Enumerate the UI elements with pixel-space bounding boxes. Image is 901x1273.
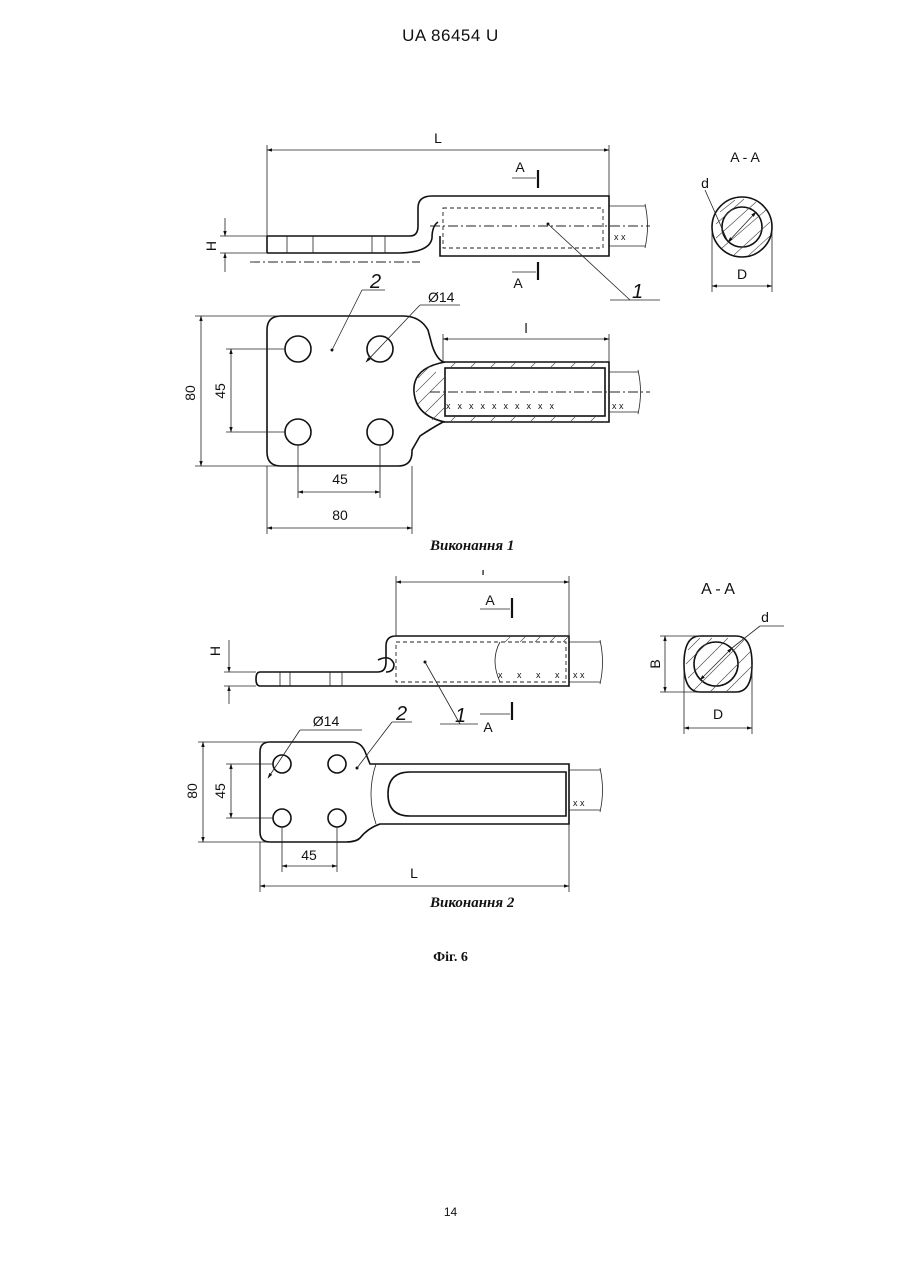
section-marks-1: A A xyxy=(512,159,538,291)
dimension-l-2: l xyxy=(396,570,569,636)
patent-number-header: UA 86454 U xyxy=(0,26,901,46)
svg-text:A: A xyxy=(515,159,525,175)
svg-text:B: B xyxy=(647,659,663,668)
leader-1-variant-1: 1 xyxy=(547,223,661,304)
svg-text:l: l xyxy=(481,570,484,578)
figure-label: Фіг. 6 xyxy=(0,950,901,966)
svg-text:l: l xyxy=(524,320,527,336)
svg-text:x x: x x xyxy=(614,232,626,242)
svg-text:A: A xyxy=(485,592,495,608)
svg-text:x x: x x xyxy=(573,670,585,680)
side-view-2: x x x x x x xyxy=(256,636,603,686)
svg-text:2: 2 xyxy=(395,703,407,725)
svg-text:1: 1 xyxy=(632,281,643,303)
svg-text:d: d xyxy=(761,609,769,625)
dimension-horizontal-2: 45 L xyxy=(260,824,569,892)
svg-text:xxxxxxxxxx: xxxxxxxxxx xyxy=(446,401,561,411)
section-AA-2: A - A d B D xyxy=(647,581,784,734)
dim-L-label: L xyxy=(434,130,442,146)
page-number: 14 xyxy=(0,1205,901,1219)
svg-text:45: 45 xyxy=(212,783,228,799)
svg-text:d: d xyxy=(701,175,709,191)
svg-text:x x x x: x x x x xyxy=(498,670,566,680)
svg-text:H: H xyxy=(203,241,219,251)
svg-text:D: D xyxy=(713,706,723,722)
side-view-1: x x xyxy=(250,196,650,262)
svg-text:45: 45 xyxy=(332,471,348,487)
caption-variant-2: Виконання 2 xyxy=(430,895,514,912)
leader-1-variant-2: 1 xyxy=(424,661,479,728)
dimension-vertical-1: 80 45 xyxy=(182,316,285,466)
section-marks-2: A A xyxy=(480,592,512,735)
svg-text:H: H xyxy=(207,646,223,656)
svg-text:80: 80 xyxy=(184,783,200,799)
svg-text:A - A: A - A xyxy=(701,581,735,598)
plan-view-1: xxxxxxxxxx x x 2 Ø14 xyxy=(267,271,650,466)
svg-text:80: 80 xyxy=(332,507,348,523)
svg-text:Ø14: Ø14 xyxy=(313,713,340,729)
svg-text:Ø14: Ø14 xyxy=(428,289,455,305)
svg-text:x x: x x xyxy=(573,798,585,808)
svg-text:D: D xyxy=(737,266,747,282)
svg-text:L: L xyxy=(410,865,418,881)
dimension-H-2: H xyxy=(207,640,256,704)
dimension-horizontal-1: 45 80 xyxy=(267,445,412,534)
svg-text:45: 45 xyxy=(301,847,317,863)
plan-view-2: x x 2 Ø14 xyxy=(260,703,603,842)
svg-text:A - A: A - A xyxy=(730,149,760,165)
svg-text:2: 2 xyxy=(369,271,381,293)
svg-text:1: 1 xyxy=(455,705,466,727)
svg-text:A: A xyxy=(513,275,523,291)
section-AA-1: A - A d D xyxy=(701,149,772,292)
svg-text:45: 45 xyxy=(212,383,228,399)
svg-text:80: 80 xyxy=(182,385,198,401)
dimension-l-1: l xyxy=(443,320,609,362)
svg-text:x x: x x xyxy=(612,401,624,411)
svg-text:A: A xyxy=(483,719,493,735)
caption-variant-1: Виконання 1 xyxy=(430,538,514,555)
dimension-H-1: H xyxy=(203,218,267,272)
dimension-L-1: L xyxy=(267,130,609,238)
drawing-variant-2: l x x x x x x H A A 1 xyxy=(0,570,901,910)
